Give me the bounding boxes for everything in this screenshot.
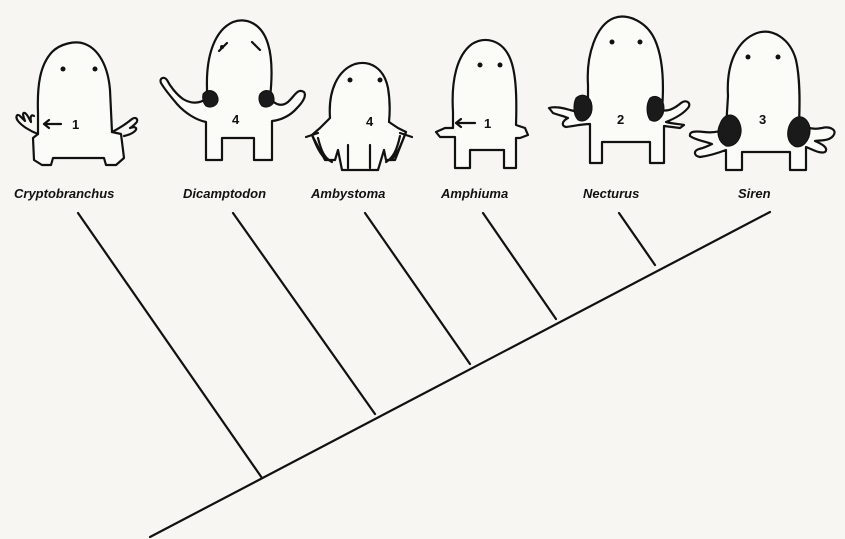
ambystoma-body [312,63,406,170]
external-gill-icon [574,95,592,121]
amphiuma-illustration: 1 [436,40,528,168]
external-gill-icon [203,91,218,107]
cryptobranchus-illustration: 1 [17,42,138,165]
external-gill-icon [647,96,664,121]
necturus-eye-right [638,40,643,45]
siren-eye-left [746,55,751,60]
external-gill-icon [718,115,741,146]
cryptobranchus-body [33,42,124,165]
branch-cryptobranchus [78,213,262,478]
necturus-eye-left [610,40,615,45]
taxon-label-dicamptodon: Dicamptodon [183,186,266,201]
branch-necturus [619,213,655,265]
necturus-illustration: 2 [549,17,689,163]
necturus-body [549,17,689,163]
cryptobranchus-gill-count: 1 [72,117,79,132]
ambystoma-illustration: 4 [306,63,412,170]
taxon-label-siren: Siren [738,186,771,201]
branch-dicamptodon [233,213,375,414]
taxon-label-ambystoma: Ambystoma [310,186,385,201]
amphiuma-eye-right [498,63,503,68]
amphiuma-gill-count: 1 [484,116,491,131]
taxon-label-cryptobranchus: Cryptobranchus [14,186,114,201]
taxon-label-necturus: Necturus [583,186,639,201]
siren-eye-right [776,55,781,60]
cryptobranchus-eye-left [61,67,66,72]
branch-ambystoma [365,213,470,364]
dicamptodon-illustration: 4 [161,20,305,160]
ambystoma-eye-left [348,78,353,83]
dicamptodon-body [161,20,305,160]
dicamptodon-gill-count: 4 [232,112,240,127]
external-gill-icon [259,91,274,107]
cryptobranchus-left-hand [17,113,38,134]
taxon-label-amphiuma: Amphiuma [440,186,508,201]
siren-body [690,32,835,170]
siren-illustration: 3 [690,32,835,170]
siren-gill-count: 3 [759,112,766,127]
amphiuma-body [436,40,528,168]
cryptobranchus-eye-right [93,67,98,72]
necturus-gill-count: 2 [617,112,624,127]
taxon-labels: Cryptobranchus Dicamptodon Ambystoma Amp… [14,186,771,201]
cladogram-tree [78,212,770,537]
ambystoma-gill-count: 4 [366,114,374,129]
ambystoma-eye-right [378,78,383,83]
branch-amphiuma [483,213,556,319]
tree-trunk [150,212,770,537]
amphiuma-eye-left [478,63,483,68]
